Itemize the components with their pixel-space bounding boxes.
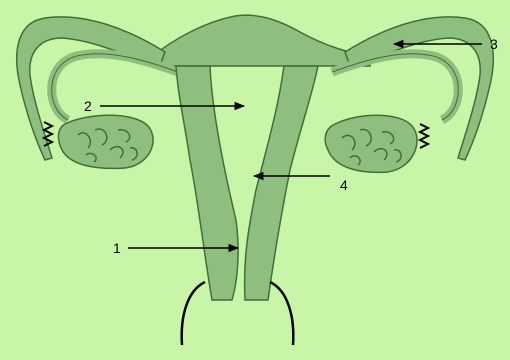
label-1: 1 — [113, 240, 121, 256]
right-ovary — [325, 115, 417, 172]
label-2: 2 — [84, 98, 92, 114]
label-3: 3 — [490, 36, 498, 52]
label-4: 4 — [340, 177, 348, 193]
